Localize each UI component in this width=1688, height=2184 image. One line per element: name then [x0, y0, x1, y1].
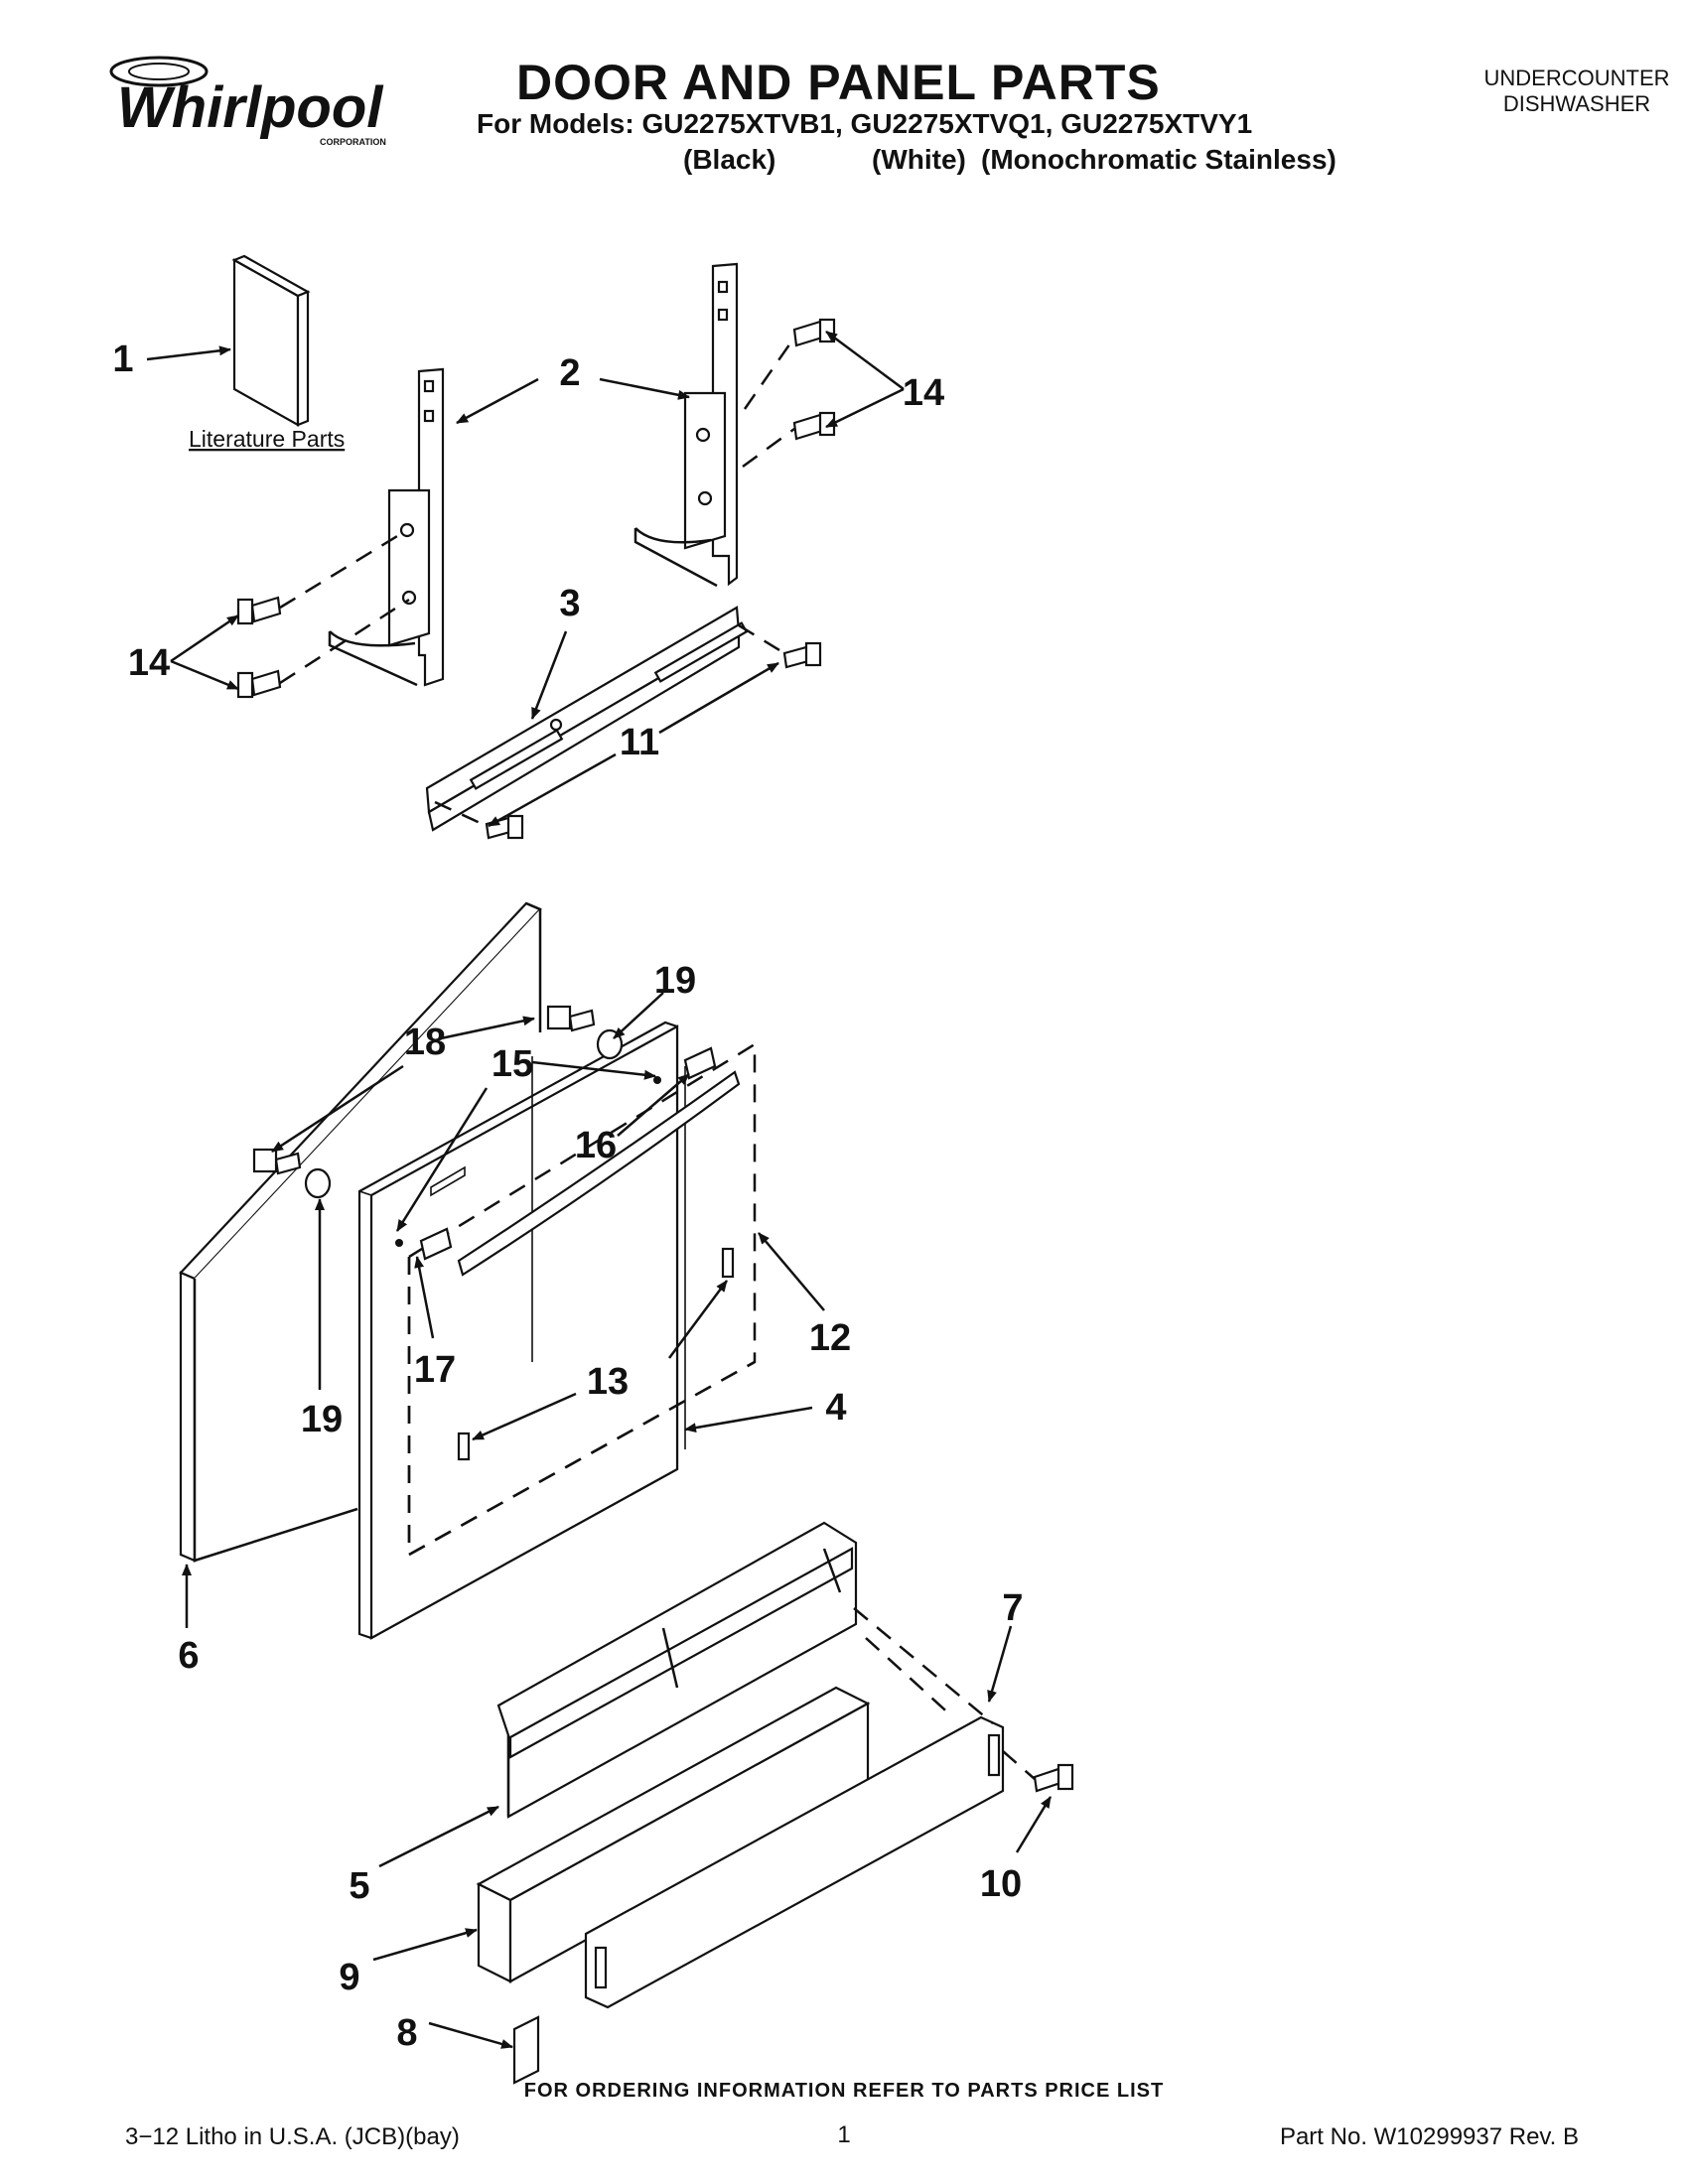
- part-pin: [457, 1247, 735, 1461]
- callout-12: 12: [809, 1317, 851, 1359]
- whirlpool-logo: Whirlpool CORPORATION: [109, 56, 386, 147]
- part-toe-panel-frame: [496, 1521, 858, 1819]
- callout-19-top: 19: [654, 960, 696, 1002]
- part-insulation: [476, 1686, 871, 1983]
- brand-sub: CORPORATION: [320, 137, 386, 147]
- page-title: DOOR AND PANEL PARTS: [516, 55, 1161, 110]
- callout-14-right: 14: [903, 372, 944, 414]
- callout-11: 11: [620, 722, 659, 763]
- leader-lines: [146, 330, 1053, 2049]
- callout-2: 2: [559, 352, 580, 394]
- variant-black: (Black): [683, 144, 775, 175]
- callout-19-bottom: 19: [301, 1399, 343, 1440]
- part-literature: [231, 254, 311, 427]
- part-bracket-left: [328, 367, 445, 687]
- callout-3: 3: [559, 583, 580, 624]
- screw-icon: [252, 1005, 661, 1247]
- callout-18: 18: [404, 1022, 446, 1063]
- callout-13: 13: [587, 1361, 629, 1403]
- part-clip: [512, 2015, 540, 2085]
- callout-7: 7: [1002, 1587, 1023, 1629]
- footer-litho: 3−12 Litho in U.S.A. (JCB)(bay): [125, 2123, 460, 2150]
- callout-6: 6: [178, 1635, 199, 1677]
- part-handle: [419, 1046, 741, 1277]
- callout-15: 15: [492, 1043, 533, 1085]
- callout-1: 1: [112, 339, 133, 380]
- callout-14-left: 14: [128, 642, 170, 684]
- screw-icon: [1033, 1763, 1074, 1793]
- variant-white: (White): [872, 144, 966, 175]
- part-bracket-right: [633, 262, 739, 588]
- product-line-1: UNDERCOUNTER: [1484, 66, 1670, 90]
- brand-name: Whirlpool: [117, 75, 384, 140]
- callout-10: 10: [980, 1863, 1022, 1905]
- callout-9: 9: [339, 1957, 359, 1998]
- part-mounting-rail: [425, 606, 749, 832]
- order-note: FOR ORDERING INFORMATION REFER TO PARTS …: [524, 2080, 1164, 2102]
- footer-page: 1: [837, 2121, 850, 2148]
- literature-label: Literature Parts: [189, 426, 345, 452]
- callout-5: 5: [349, 1865, 369, 1907]
- callout-17: 17: [414, 1349, 456, 1391]
- product-line-2: DISHWASHER: [1503, 91, 1650, 116]
- callout-8: 8: [396, 2012, 417, 2054]
- callout-16: 16: [575, 1125, 617, 1166]
- variant-stainless: (Monochromatic Stainless): [981, 144, 1336, 175]
- part-toe-panel: [584, 1715, 1005, 2009]
- models-line: For Models: GU2275XTVB1, GU2275XTVQ1, GU…: [477, 108, 1252, 139]
- footer-part-no: Part No. W10299937 Rev. B: [1280, 2123, 1579, 2150]
- callout-4: 4: [825, 1387, 846, 1429]
- screw-icon: [236, 318, 836, 699]
